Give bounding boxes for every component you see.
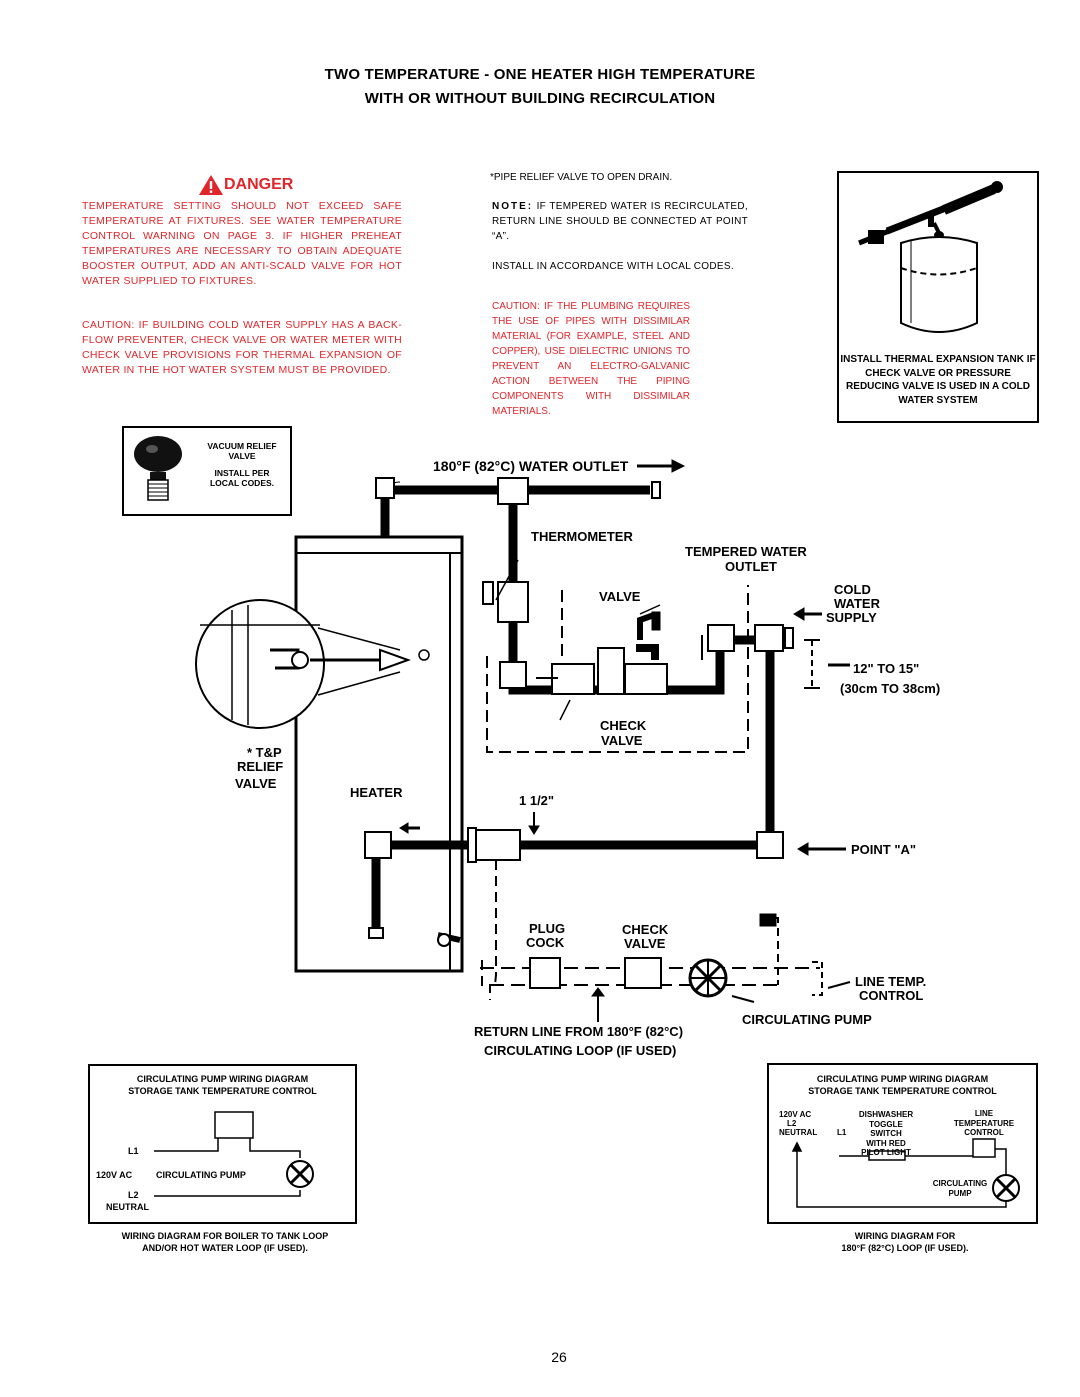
label-line-temp-1: LINE TEMP. xyxy=(855,974,926,989)
label-cold-2: WATER xyxy=(834,596,881,611)
wiring-right-pump-label: CIRCULATING PUMP xyxy=(932,1179,988,1198)
wiring-right-caption-1: WIRING DIAGRAM FOR xyxy=(854,1231,956,1241)
label-dim-1: 12" TO 15" xyxy=(853,661,919,676)
danger-heading: DANGER xyxy=(198,173,318,197)
pipe-relief-note: *PIPE RELIEF VALVE TO OPEN DRAIN. xyxy=(490,172,673,183)
label-plug-2: COCK xyxy=(526,935,565,950)
page-subtitle: WITH OR WITHOUT BUILDING RECIRCULATION xyxy=(364,90,716,107)
warning-triangle-icon xyxy=(199,175,223,195)
label-return-1: RETURN LINE FROM 180°F (82°C) xyxy=(474,1024,683,1039)
wiring-left-ac: 120V AC xyxy=(96,1170,133,1180)
wiring-right-l2: L2 xyxy=(787,1119,797,1128)
label-heater: HEATER xyxy=(350,785,403,800)
label-return-2: CIRCULATING LOOP (IF USED) xyxy=(484,1043,676,1058)
wiring-right-ac: 120V AC xyxy=(779,1110,812,1119)
vacuum-relief-valve-icon xyxy=(134,436,182,501)
wiring-left-schematic xyxy=(154,1111,314,1197)
wiring-right-caption-2: 180°F (82°C) LOOP (IF USED). xyxy=(841,1243,969,1253)
expansion-tank-illustration xyxy=(858,181,1003,333)
label-tempered-2: OUTLET xyxy=(725,559,777,574)
wiring-right-l1: L1 xyxy=(837,1128,847,1137)
wiring-left-l1: L1 xyxy=(128,1146,139,1156)
vacuum-relief-box: VACUUM RELIEF VALVE INSTALL PER LOCAL CO… xyxy=(122,426,292,516)
expansion-tank-caption: INSTALL THERMAL EXPANSION TANK IF CHECK … xyxy=(840,354,1036,406)
expansion-tank-box: INSTALL THERMAL EXPANSION TANK IF CHECK … xyxy=(837,171,1039,423)
vacuum-relief-label: VACUUM RELIEF VALVE INSTALL PER LOCAL CO… xyxy=(207,441,277,488)
wiring-left-title-1: CIRCULATING PUMP WIRING DIAGRAM xyxy=(136,1074,309,1084)
label-point-a: POINT "A" xyxy=(851,842,916,857)
wiring-right-schematic xyxy=(791,1138,1020,1208)
wiring-left-title-2: STORAGE TANK TEMPERATURE CONTROL xyxy=(128,1086,317,1096)
label-valve: VALVE xyxy=(599,589,641,604)
label-tempered-1: TEMPERED WATER xyxy=(685,544,807,559)
wiring-right-title-2: STORAGE TANK TEMPERATURE CONTROL xyxy=(808,1086,997,1096)
label-tp-3: VALVE xyxy=(235,776,277,791)
piping-diagram: 180°F (82°C) WATER OUTLET THERMOMETER TE… xyxy=(195,458,940,1058)
label-cold-3: SUPPLY xyxy=(826,610,877,625)
wiring-left-pump: CIRCULATING PUMP xyxy=(156,1170,246,1180)
danger-label: DANGER xyxy=(224,176,294,193)
dielectric-caution: CAUTION: IF THE PLUMBING REQUIRES THE US… xyxy=(492,301,690,417)
wiring-right-neutral: NEUTRAL xyxy=(779,1128,818,1137)
install-note: INSTALL IN ACCORDANCE WITH LOCAL CODES. xyxy=(492,261,734,272)
label-cold-1: COLD xyxy=(834,582,871,597)
wiring-right-switch-label: DISHWASHER TOGGLE SWITCH WITH RED PILOT … xyxy=(858,1110,914,1157)
danger-caution-text: CAUTION: IF BUILDING COLD WATER SUPPLY H… xyxy=(82,319,402,376)
label-dim-2: (30cm TO 38cm) xyxy=(840,681,940,696)
page-number: 26 xyxy=(551,1349,567,1365)
label-check-1: CHECK xyxy=(600,718,647,733)
wiring-left-caption-2: AND/OR HOT WATER LOOP (IF USED). xyxy=(142,1243,308,1253)
label-circulating-pump: CIRCULATING PUMP xyxy=(742,1012,872,1027)
label-line-temp-2: CONTROL xyxy=(859,988,923,1003)
wiring-left-neutral: NEUTRAL xyxy=(106,1202,149,1212)
label-water-outlet: 180°F (82°C) WATER OUTLET xyxy=(433,458,629,474)
wiring-left-caption-1: WIRING DIAGRAM FOR BOILER TO TANK LOOP xyxy=(121,1231,329,1241)
label-tp-2: RELIEF xyxy=(237,759,283,774)
wiring-right-control-label: LINE TEMPERATURE CONTROL xyxy=(953,1109,1015,1137)
wiring-left-l2: L2 xyxy=(128,1190,139,1200)
label-thermometer: THERMOMETER xyxy=(531,529,633,544)
label-plug-1: PLUG xyxy=(529,921,565,936)
label-check-2: VALVE xyxy=(601,733,643,748)
label-pipe-size: 1 1/2" xyxy=(519,793,554,808)
wiring-right-box: CIRCULATING PUMP WIRING DIAGRAM STORAGE … xyxy=(767,1063,1038,1224)
wiring-left-box: CIRCULATING PUMP WIRING DIAGRAM STORAGE … xyxy=(88,1064,357,1224)
tempered-note: NOTE: IF TEMPERED WATER IS RECIRCULATED,… xyxy=(492,201,748,242)
label-check-b-1: CHECK xyxy=(622,922,669,937)
label-check-b-2: VALVE xyxy=(624,936,666,951)
danger-text: TEMPERATURE SETTING SHOULD NOT EXCEED SA… xyxy=(82,200,402,287)
label-tp-1: * T&P xyxy=(247,745,282,760)
wiring-right-title-1: CIRCULATING PUMP WIRING DIAGRAM xyxy=(816,1074,989,1084)
page-title: TWO TEMPERATURE - ONE HEATER HIGH TEMPER… xyxy=(324,66,756,83)
